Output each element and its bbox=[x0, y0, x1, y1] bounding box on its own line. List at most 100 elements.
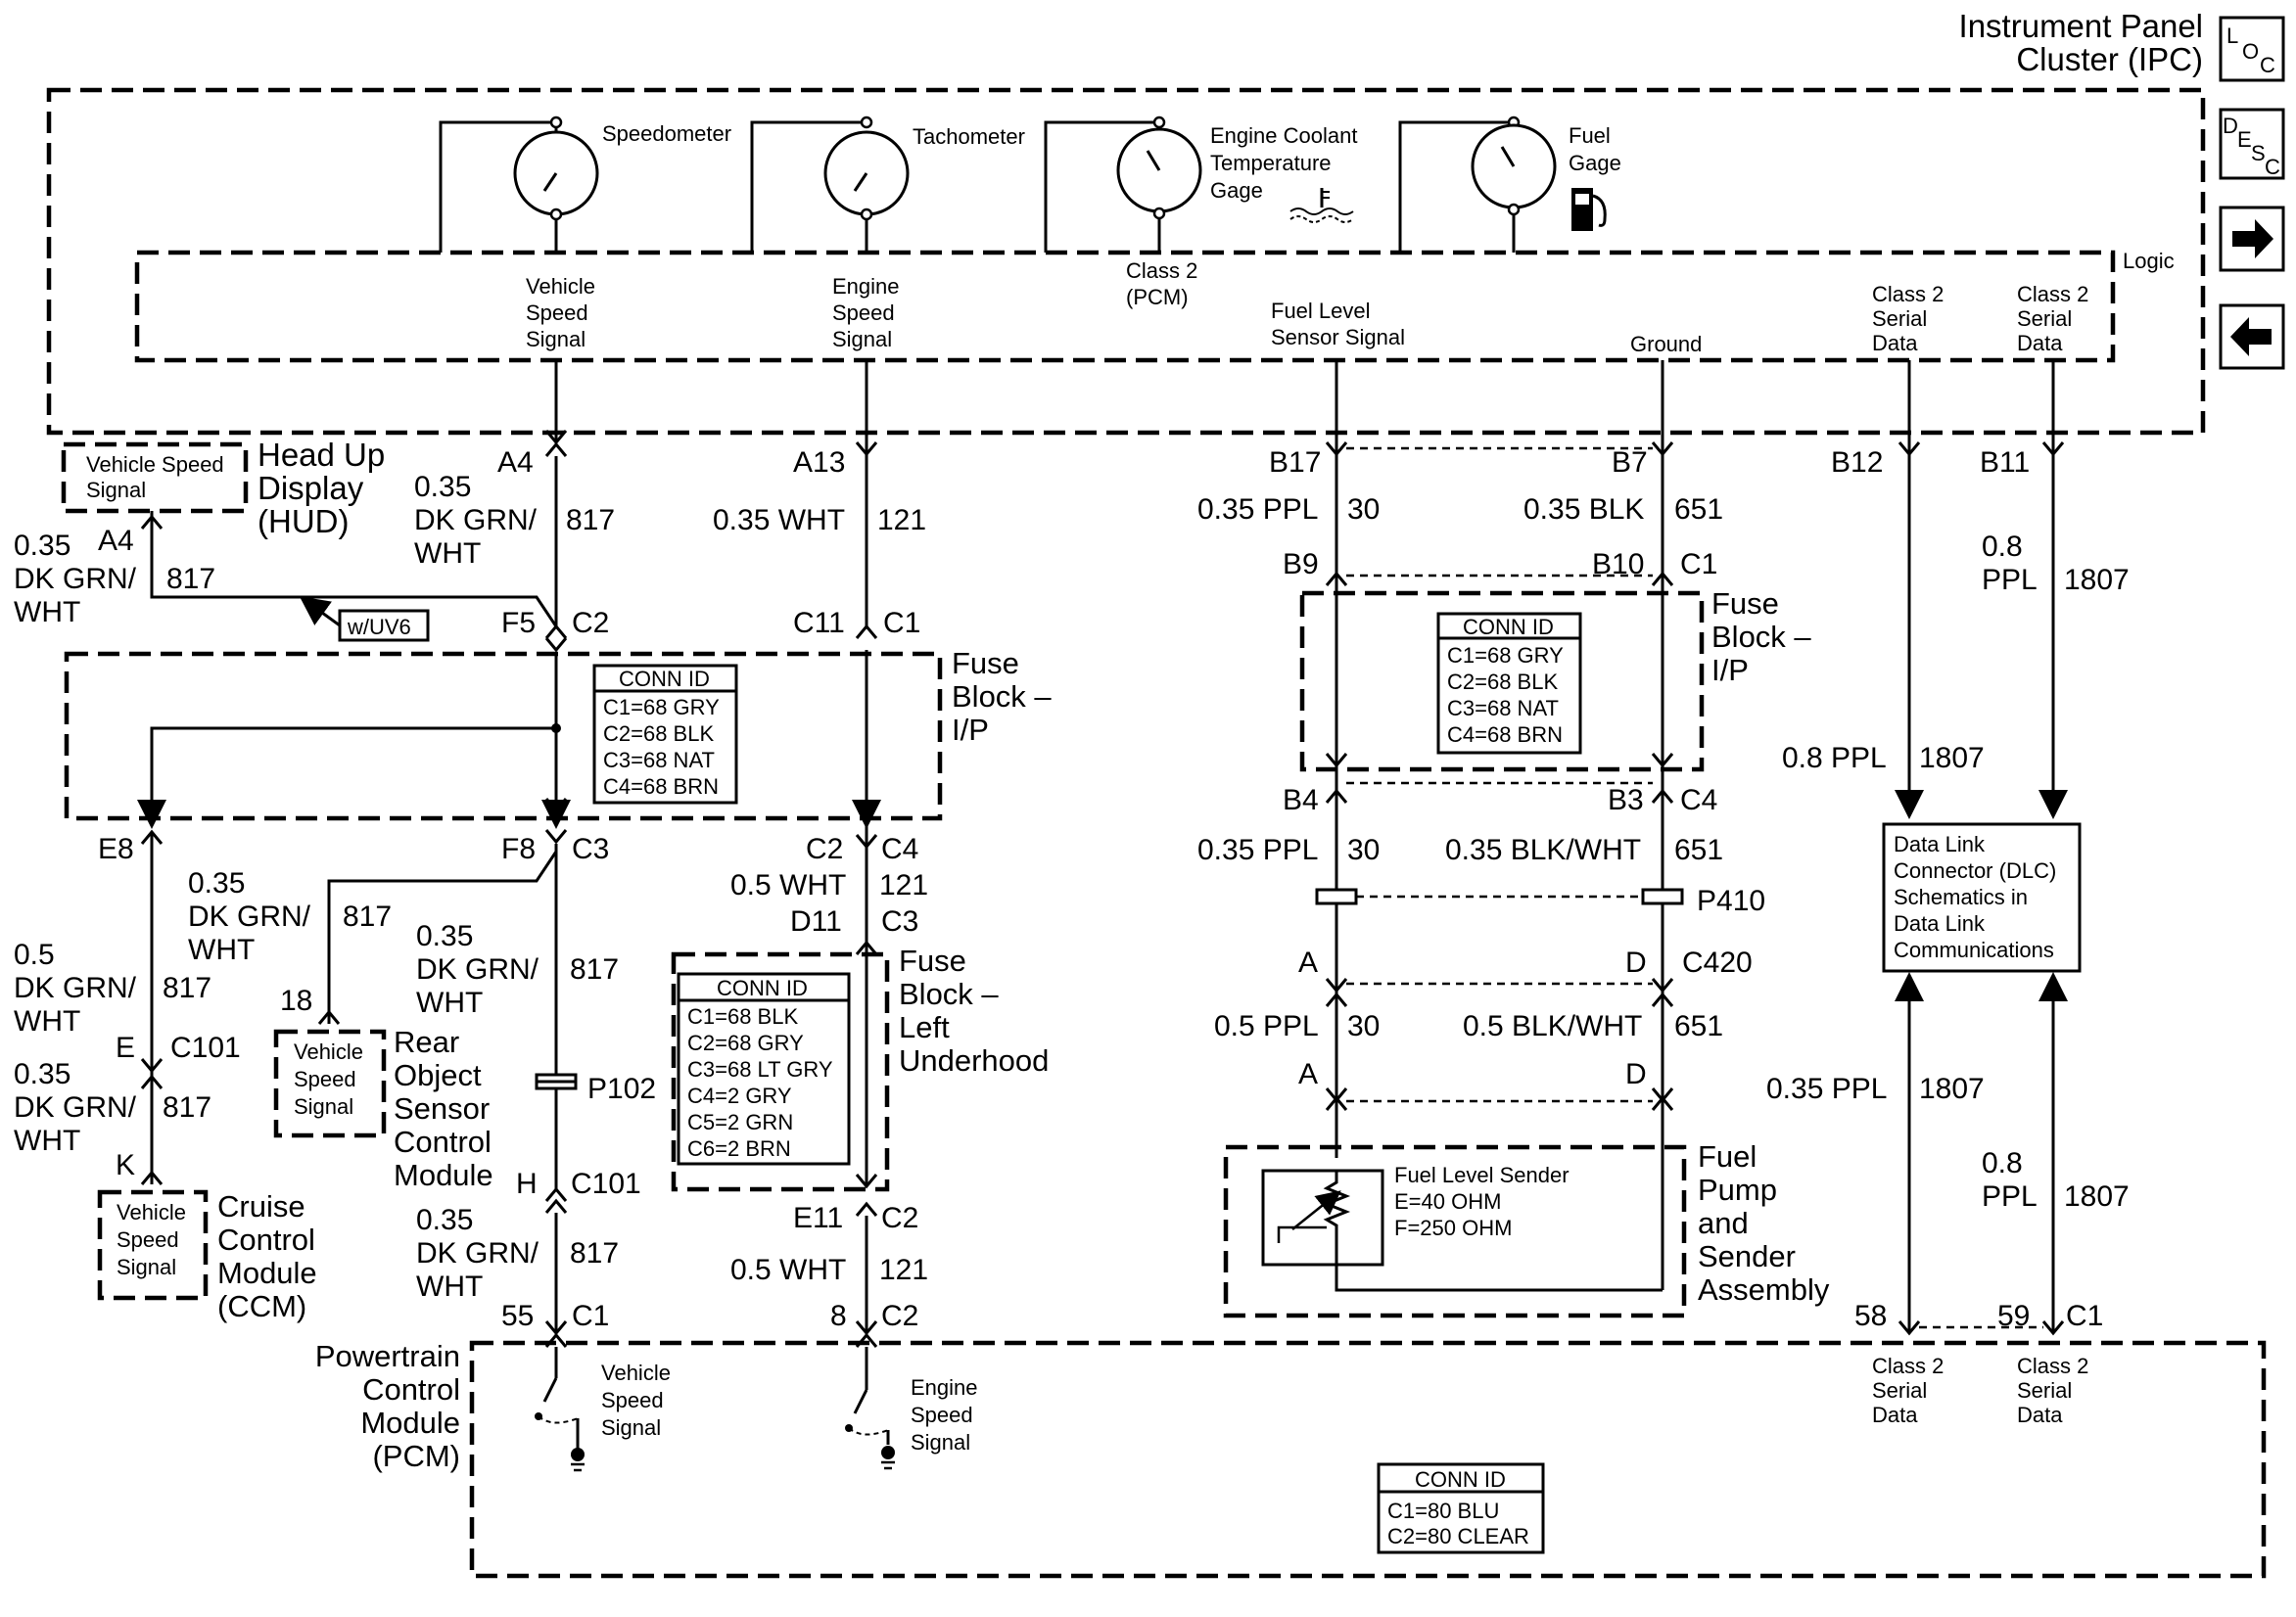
rear-title-2: Object bbox=[394, 1058, 482, 1092]
svg-text:C3=68 NAT: C3=68 NAT bbox=[1447, 696, 1559, 720]
b11-wire-1: 0.8 bbox=[1982, 531, 2023, 563]
svg-text:Vehicle: Vehicle bbox=[294, 1040, 363, 1064]
svg-text:Data: Data bbox=[2017, 1403, 2063, 1427]
ccm-signal-box bbox=[97, 1189, 209, 1301]
ccm-circuit: 817 bbox=[163, 1091, 211, 1124]
hud-wire-1: 0.35 bbox=[14, 530, 70, 562]
next-arrow-icon[interactable] bbox=[2219, 206, 2285, 272]
conn-c2a: C2 bbox=[572, 607, 609, 639]
pcm-conn-id-table bbox=[1377, 1462, 1545, 1554]
svg-text:Control: Control bbox=[362, 1372, 460, 1407]
pin-b17: B17 bbox=[1269, 446, 1321, 479]
pin-b12: B12 bbox=[1831, 446, 1883, 479]
fuse-block-ip-right: Fuse Block – I/P CONN ID C1=68 GRY C2=68… bbox=[1299, 586, 1811, 772]
vss-ipc-wire-1: 0.35 bbox=[414, 471, 471, 503]
svg-text:C4=68 BRN: C4=68 BRN bbox=[603, 774, 719, 799]
fuse-block-right-outline bbox=[1299, 590, 1705, 772]
fuel-asm-title-2: Pump bbox=[1698, 1173, 1777, 1207]
svg-text:Communications: Communications bbox=[1894, 938, 2054, 962]
pin-b11: B11 bbox=[1980, 446, 2030, 479]
ipc-fuel-level-2: Sensor Signal bbox=[1271, 325, 1405, 349]
conn-d2: D bbox=[1625, 1058, 1647, 1090]
ipc-class2pcm-2: (PCM) bbox=[1126, 285, 1189, 309]
ipc-fuel-level-1: Fuel Level bbox=[1271, 299, 1371, 323]
f8-wire-3: WHT bbox=[188, 934, 255, 966]
rear-wire-2: DK GRN/ bbox=[416, 953, 539, 986]
hud-title-2: Display bbox=[258, 470, 364, 506]
h-circuit: 817 bbox=[570, 1237, 619, 1270]
e8-circuit: 817 bbox=[163, 972, 211, 1004]
b11-circuit: 1807 bbox=[2064, 564, 2130, 596]
svg-text:Data Link: Data Link bbox=[1894, 832, 1986, 856]
svg-text:C3=68 LT GRY: C3=68 LT GRY bbox=[687, 1057, 833, 1082]
dlc58-circuit: 1807 bbox=[1919, 1073, 1985, 1105]
p410-fuel-pin bbox=[1315, 888, 1358, 905]
svg-text:Connector (DLC): Connector (DLC) bbox=[1894, 858, 2056, 883]
svg-text:Signal: Signal bbox=[117, 1255, 176, 1279]
b4-wire: 0.35 PPL bbox=[1197, 834, 1318, 866]
fuse-underhood-outline bbox=[671, 951, 890, 1192]
conn-k: K bbox=[116, 1149, 135, 1181]
powertrain-control-module: Powertrain Control Module (PCM) Vehicle … bbox=[315, 1339, 2267, 1579]
wire-class2-b11 bbox=[2038, 360, 2068, 819]
svg-text:Signal: Signal bbox=[601, 1415, 661, 1440]
svg-text:C6=2 BRN: C6=2 BRN bbox=[687, 1136, 791, 1161]
conn-id-table-left bbox=[592, 664, 738, 805]
p410-ground-pin bbox=[1641, 888, 1684, 905]
svg-text:O: O bbox=[2242, 39, 2259, 64]
conn-e: E bbox=[116, 1032, 135, 1064]
location-icon[interactable]: L O C bbox=[2219, 16, 2285, 82]
fuel-asm-title-1: Fuel bbox=[1698, 1139, 1757, 1174]
b12-circuit: 1807 bbox=[1919, 742, 1985, 774]
fuse-uh-title-4: Underhood bbox=[899, 1043, 1049, 1078]
ccm-wire-1: 0.35 bbox=[14, 1058, 70, 1090]
h-wire-3: WHT bbox=[416, 1270, 483, 1303]
hud-title-1: Head Up bbox=[258, 437, 385, 473]
vss-ipc-wire-2: DK GRN/ bbox=[414, 504, 538, 536]
coolant-label-1: Engine Coolant bbox=[1210, 123, 1357, 148]
fuse-right-title-3: I/P bbox=[1711, 653, 1749, 687]
rear-title-4: Control bbox=[394, 1125, 492, 1159]
gnd-ipc-wire: 0.35 BLK bbox=[1523, 493, 1644, 526]
conn-b4: B4 bbox=[1283, 784, 1319, 816]
svg-text:Fuel Level Sender: Fuel Level Sender bbox=[1394, 1163, 1570, 1187]
conn-c2c: C2 bbox=[881, 1202, 918, 1234]
ipc-class2a-3: Data bbox=[1872, 331, 1918, 355]
instrument-panel-cluster: Instrument Panel Cluster (IPC) Logic Spe… bbox=[46, 8, 2206, 436]
svg-text:Engine: Engine bbox=[911, 1375, 978, 1400]
conn-59: 59 bbox=[1997, 1300, 2030, 1332]
coolant-label-2: Temperature bbox=[1210, 151, 1332, 175]
ccm-title-3: Module bbox=[217, 1256, 317, 1290]
fuel-asm-title-4: Sender bbox=[1698, 1239, 1796, 1273]
eng-ipc-wire: 0.35 WHT bbox=[713, 504, 845, 536]
description-icon[interactable]: D E S C bbox=[2219, 108, 2285, 180]
wire-engine-speed bbox=[855, 360, 878, 1361]
cruise-control-module: Vehicle Speed Signal Cruise Control Modu… bbox=[97, 829, 317, 1323]
eng-ipc-circuit: 121 bbox=[877, 504, 926, 536]
svg-text:CONN ID: CONN ID bbox=[619, 667, 710, 691]
ccm-title-4: (CCM) bbox=[217, 1289, 306, 1323]
coolant-temperature-icon bbox=[1289, 188, 1354, 223]
svg-text:Speed: Speed bbox=[601, 1388, 664, 1412]
svg-text:C3=68 NAT: C3=68 NAT bbox=[603, 748, 715, 772]
conn-p410: P410 bbox=[1697, 885, 1765, 917]
svg-text:Vehicle: Vehicle bbox=[117, 1200, 186, 1224]
coolant-label-3: Gage bbox=[1210, 178, 1263, 203]
conn-c101a: C101 bbox=[571, 1168, 641, 1200]
rear-object-sensor-module: Vehicle Speed Signal Rear Object Sensor … bbox=[273, 851, 558, 1192]
svg-text:S: S bbox=[2251, 141, 2266, 165]
previous-arrow-icon[interactable] bbox=[2219, 303, 2285, 370]
a-circuit: 30 bbox=[1347, 1010, 1380, 1042]
svg-text:F=250 OHM: F=250 OHM bbox=[1394, 1216, 1512, 1240]
c4-wire: 0.5 WHT bbox=[730, 869, 846, 901]
hud-pin: A4 bbox=[98, 525, 134, 557]
fuse-left-title-1: Fuse bbox=[952, 646, 1019, 680]
svg-text:Serial: Serial bbox=[2017, 1378, 2072, 1403]
fuse-left-title-2: Block – bbox=[952, 679, 1052, 714]
dlc59-wire-2: PPL bbox=[1982, 1180, 2038, 1213]
hud-signal-1: Vehicle Speed bbox=[86, 452, 224, 477]
conn-p102: P102 bbox=[587, 1073, 656, 1105]
ccm-wire-3: WHT bbox=[14, 1125, 80, 1157]
ipc-class2a-2: Serial bbox=[1872, 306, 1927, 331]
